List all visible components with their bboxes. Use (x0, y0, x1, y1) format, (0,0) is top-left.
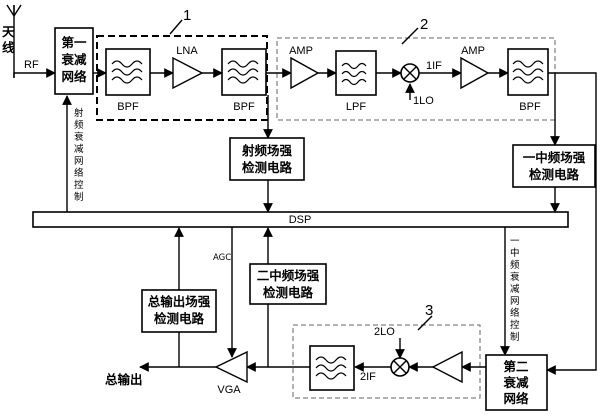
bpf-1-label: BPF (117, 101, 139, 113)
dsp-label: DSP (289, 214, 312, 226)
output-detector-line1: 总输出场强 (148, 294, 211, 309)
lo2-label: 2LO (374, 326, 395, 338)
rf-field-strength-detector (229, 137, 305, 181)
antenna-label-1: 天 (2, 24, 15, 39)
svg-text:一: 一 (510, 236, 520, 247)
if2-field-strength-detector (249, 263, 327, 305)
if1-detector-line1: 一中频场强 (523, 150, 586, 165)
section-2-number: 2 (420, 16, 428, 33)
if1-label: 1IF (426, 60, 442, 72)
rf-detector-line2: 检测电路 (242, 160, 293, 175)
if1-field-strength-detector (512, 144, 596, 188)
section-1-pointer (169, 19, 183, 35)
dsp-bus (32, 211, 569, 228)
svg-text:络: 络 (74, 167, 84, 179)
antenna-label-2: 线 (2, 40, 15, 55)
rf-detector-line1: 射频场强 (241, 143, 293, 158)
lpf (335, 50, 377, 96)
section-2-pointer (401, 27, 419, 45)
svg-text:中: 中 (510, 247, 520, 259)
mixer-1 (400, 63, 420, 83)
vga-label: VGA (217, 384, 241, 396)
rf-input-line (13, 68, 56, 78)
lo1-label: 1LO (413, 95, 434, 107)
section-3-frame (292, 324, 481, 399)
bpf-2-label: BPF (233, 101, 255, 113)
if2-detector-line2: 检测电路 (263, 285, 314, 300)
bpf-2 (221, 48, 267, 96)
svg-text:网: 网 (74, 156, 84, 167)
lna-label: LNA (176, 45, 198, 57)
first-attenuation-network (54, 27, 94, 95)
svg-text:网: 网 (510, 296, 520, 307)
svg-text:控: 控 (74, 179, 84, 191)
lpf-label: LPF (346, 101, 366, 113)
amp-2 (460, 56, 490, 90)
amp-1 (290, 56, 320, 90)
amp-1-label: AMP (289, 45, 313, 57)
if2-detector-line1: 二中频场强 (257, 268, 320, 283)
total-output-label: 总输出 (105, 372, 143, 387)
bpf-3-label: BPF (519, 101, 541, 113)
mixer-2 (390, 357, 410, 377)
svg-text:衰: 衰 (74, 131, 84, 143)
svg-text:制: 制 (74, 191, 84, 203)
atten2-line1: 第二 (503, 359, 529, 374)
bpf-1 (105, 48, 151, 96)
svg-text:衰: 衰 (510, 271, 520, 283)
bpf-4 (309, 345, 355, 391)
second-attenuation-network (485, 354, 548, 411)
rf-label: RF (24, 59, 39, 71)
section-3-number: 3 (425, 302, 433, 319)
section-1-number: 1 (183, 7, 191, 24)
svg-text:减: 减 (74, 143, 84, 155)
svg-text:射: 射 (74, 107, 84, 119)
if2-label: 2IF (360, 371, 376, 383)
agc-label: AGC (213, 253, 231, 263)
svg-text:减: 减 (510, 283, 520, 295)
bpf-3 (507, 48, 549, 96)
atten1-line1: 第一 (61, 35, 87, 50)
svg-text:制: 制 (510, 331, 520, 343)
vga-amplifier (214, 350, 248, 384)
svg-text:频: 频 (74, 119, 84, 131)
if1-detector-line2: 检测电路 (529, 167, 580, 182)
amp-2-label: AMP (461, 45, 485, 57)
lna-amplifier (172, 56, 204, 90)
amp-3 (431, 350, 463, 384)
atten2-line2: 衰减 (502, 375, 529, 390)
atten1-line2: 衰减 (60, 52, 87, 67)
if1-atten-control-label: 一 中 频 衰 减 网 络 控 制 (510, 236, 520, 343)
section-1-frame (96, 35, 268, 121)
section-3-pointer (417, 315, 433, 331)
output-detector-line2: 检测电路 (154, 311, 205, 326)
atten2-line3: 网络 (503, 391, 529, 406)
svg-text:络: 络 (510, 307, 520, 319)
section-2-frame (276, 37, 556, 121)
antenna-icon (6, 4, 22, 78)
svg-text:控: 控 (510, 319, 520, 331)
if1-to-atten2-line (546, 72, 597, 375)
svg-text:频: 频 (510, 259, 520, 271)
output-field-strength-detector (141, 289, 217, 333)
rf-atten-control-label: 射 频 衰 减 网 络 控 制 (74, 107, 84, 203)
atten1-line3: 网络 (61, 69, 87, 84)
